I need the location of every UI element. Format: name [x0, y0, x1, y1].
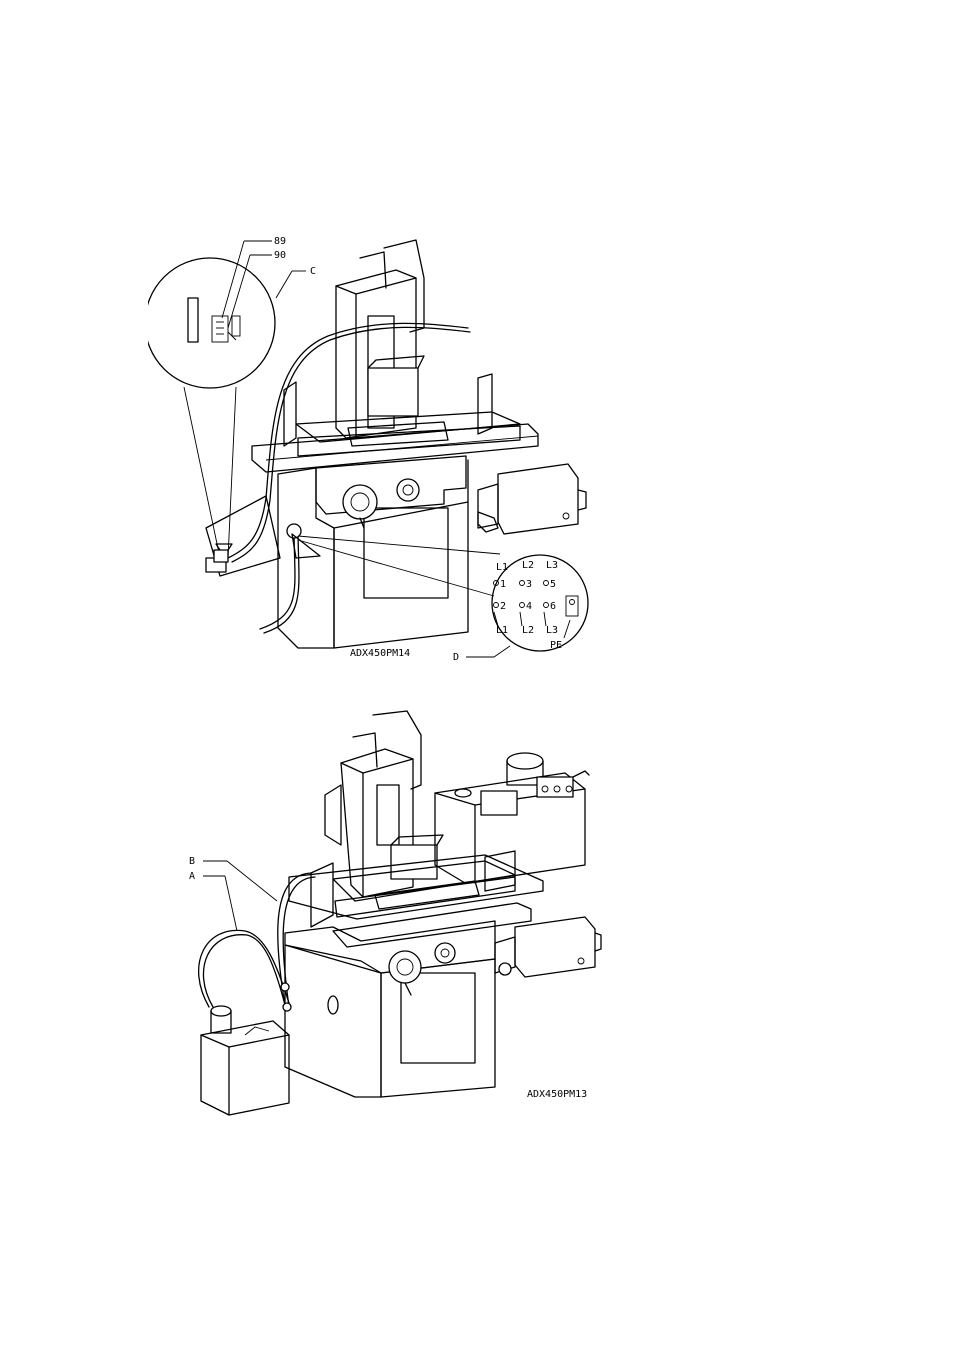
- grinder-coolant-hydraulic-drawing: B A ADX450PM13: [185, 705, 605, 1120]
- callout-c: C: [310, 266, 316, 277]
- grinder-electrical-connection-drawing: 89 90 C: [148, 228, 598, 660]
- hydraulic-unit: [435, 753, 589, 883]
- callout-90: 90: [274, 250, 286, 261]
- terminal-mid-3: 3: [526, 579, 532, 590]
- grinder-coolant-hydraulic-figure: B A ADX450PM13: [185, 705, 605, 1120]
- control-cabinet: [495, 917, 601, 977]
- terminal-low-6: 6: [550, 601, 556, 612]
- terminal-block-detail: L1 L2 L3 1 3 5 2 4 6 L1 L2 L3 PE: [492, 555, 588, 651]
- grinder-electrical-connection-figure: 89 90 C: [148, 228, 598, 660]
- terminal-top-2: L2: [522, 560, 534, 571]
- figure-caption-bottom: ADX450PM13: [527, 1089, 587, 1100]
- control-cabinet: [478, 464, 586, 534]
- callout-a: A: [189, 871, 195, 882]
- terminal-low-4: 4: [526, 601, 532, 612]
- callout-d: D: [453, 652, 459, 660]
- machine-column: [336, 240, 424, 438]
- terminal-bottom-2: L2: [522, 625, 534, 636]
- terminal-pe: PE: [550, 640, 562, 651]
- terminal-bottom-1: L1: [496, 625, 508, 636]
- callout-89: 89: [274, 236, 286, 247]
- terminal-low-2: 2: [500, 601, 506, 612]
- terminal-top-3: L3: [546, 560, 558, 571]
- machine-base: [278, 456, 468, 648]
- terminal-mid-5: 5: [550, 579, 556, 590]
- terminal-top-1: L1: [496, 562, 508, 573]
- detail-circle-c: [148, 258, 275, 388]
- coolant-tank: [201, 1006, 289, 1115]
- machine-base: [285, 921, 495, 1097]
- figure-caption-top: ADX450PM14: [350, 648, 410, 659]
- callout-b: B: [189, 856, 195, 867]
- terminal-mid-1: 1: [500, 579, 506, 590]
- terminal-bottom-3: L3: [546, 625, 558, 636]
- machine-column: [325, 711, 443, 897]
